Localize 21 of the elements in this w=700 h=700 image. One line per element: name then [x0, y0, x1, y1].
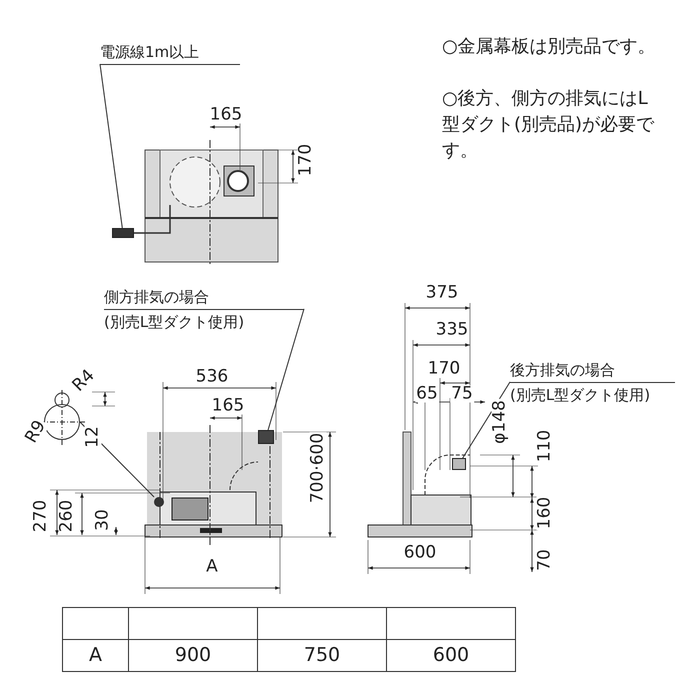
leader-line	[80, 422, 155, 498]
leader-line	[268, 308, 304, 430]
leader-label: 側方排気の場合	[104, 285, 304, 310]
table-cell: 750	[258, 640, 386, 672]
dimension-label: 75	[450, 386, 474, 402]
dimension-label: 12	[84, 425, 102, 449]
dimension-label: 65	[415, 386, 439, 402]
leader-label: (別売L型ダクト使用)	[510, 385, 652, 406]
leader-label: 電源線1m以上	[100, 40, 240, 65]
leader-line	[100, 64, 123, 228]
table-cell: A	[62, 640, 128, 672]
dimension-label: 165	[208, 106, 244, 124]
note-text: ○後方、側方の排気にはL型ダクト(別売品)が必要です。	[442, 87, 656, 163]
leader-label: (別売L型ダクト使用)	[104, 312, 246, 333]
table-cell: 600	[386, 640, 516, 672]
dimension-label: 700·600	[310, 432, 326, 504]
table-cell: 900	[128, 640, 258, 672]
dimension-label: φ148	[492, 399, 508, 445]
dimension-label: 165	[210, 398, 246, 414]
note-text: ○金属幕板は別売品です。	[442, 35, 657, 59]
leader-label: 後方排気の場合	[510, 358, 675, 383]
